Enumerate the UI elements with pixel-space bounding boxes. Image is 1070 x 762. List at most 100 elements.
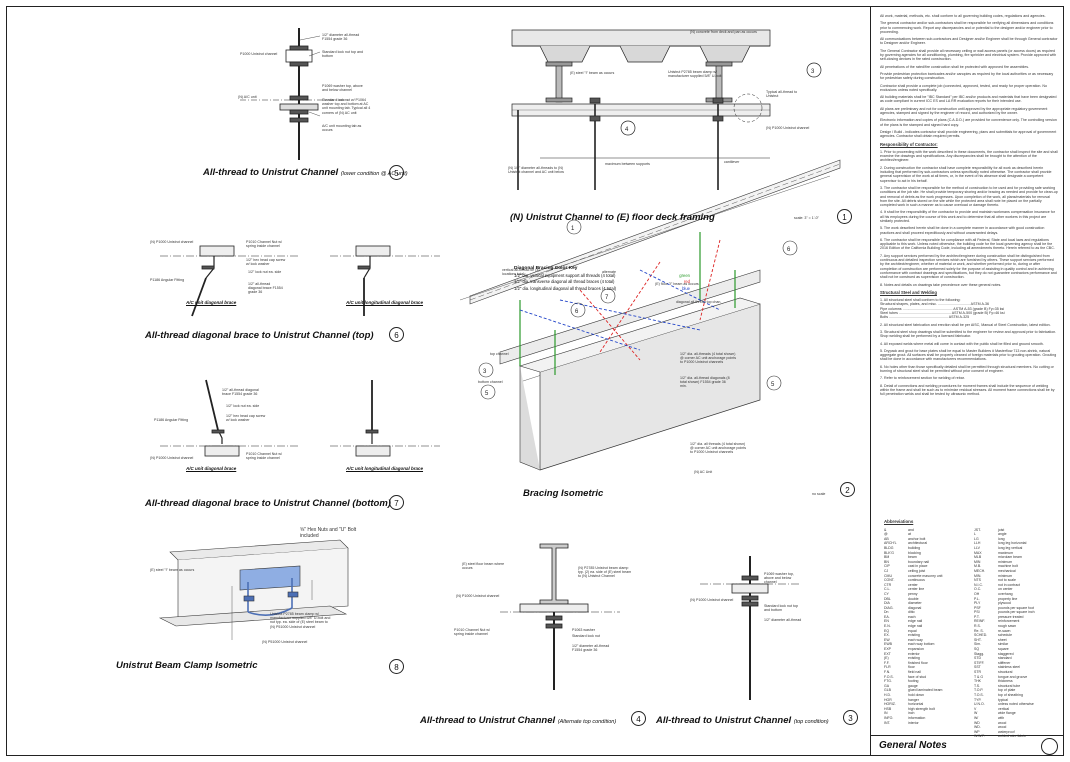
abbreviation-key: STIFF. [974, 660, 985, 665]
abbreviation-key: PSF [974, 605, 981, 610]
callout: Standard lock nut top and bottom [764, 604, 798, 613]
callout: (E) steel "I" beam as occurs [570, 71, 615, 75]
note-para: 1. All structural steel shall conform to… [880, 298, 961, 303]
abbreviation-row: H.D.hold down [884, 693, 964, 698]
note-para: Provide pedestrian protection barricades… [880, 71, 1054, 81]
abbreviation-key: CIP [884, 564, 890, 569]
abbreviation-row: CONT.continuous [884, 578, 964, 583]
abbreviation-key: CJ [884, 568, 889, 573]
abbreviation-meaning: schedule [998, 633, 1013, 638]
abbreviation-row: W.W.F.welded wire fabric [974, 734, 1054, 739]
abbreviation-meaning: architectural [908, 541, 928, 546]
svg-text:6: 6 [787, 247, 791, 253]
abbreviation-meaning: building [908, 545, 921, 550]
note-para: 7. Any support services performed by the… [880, 253, 1057, 280]
callout: (N) concrete from deck and pan as occurs [690, 30, 757, 34]
note-para: All plans are preliminary and not for co… [880, 106, 1048, 116]
detail-4-drawing [500, 543, 620, 690]
detail-3-number: 3 [843, 710, 858, 725]
abbreviation-meaning: high strength bolt [908, 706, 935, 711]
abbreviation-meaning: thickness [998, 679, 1013, 684]
svg-text:3: 3 [811, 69, 815, 75]
abbreviation-key: STD [974, 656, 981, 661]
key-row: 1/2" dia. transverse diagonal all thread… [514, 279, 690, 284]
note-para: Steel tubes ............................… [880, 311, 1005, 316]
abbreviation-meaning: joist [998, 527, 1005, 532]
abbreviation-meaning: each [908, 614, 916, 619]
abbreviation-meaning: penny [908, 591, 918, 596]
abbreviation-row: &and [884, 528, 964, 533]
abbreviation-key: MLB [974, 555, 982, 560]
note-para: 2. All structural steel fabrication and … [880, 322, 1051, 327]
abbreviation-row: T.O.S.top of sheathing [974, 693, 1054, 698]
detail-5-number: 5 [389, 165, 404, 180]
abbreviation-meaning: pounds per square inch [998, 610, 1035, 615]
abbreviation-meaning: plywood [998, 601, 1011, 606]
abbreviation-meaning: minimum [998, 573, 1013, 578]
abbreviation-key: GLB [884, 688, 892, 693]
abbreviation-key: W/ [974, 715, 979, 720]
abbreviation-meaning: similar [998, 642, 1009, 647]
abbreviation-key: SCHED. [974, 633, 988, 638]
general-notes-text: All work, material, methods, etc. shall … [880, 14, 1058, 399]
callout: P1010 Channel Nut w/ spring inside chann… [246, 452, 282, 461]
abbreviation-key: M.B. [974, 564, 982, 569]
abbreviation-meaning: structural tube [998, 683, 1021, 688]
svg-text:7: 7 [605, 295, 609, 301]
abbreviation-key: SQ [974, 647, 980, 652]
abbreviation-meaning: wide flange [998, 711, 1016, 716]
note-para: Contractor shall provide a complete job … [880, 83, 1048, 92]
abbreviation-meaning: diameter [908, 601, 922, 606]
abbreviation-meaning: diagonal [908, 605, 922, 610]
abbreviation-row: T.S.structural tube [974, 684, 1054, 689]
abbreviation-meaning: field nail [908, 670, 921, 674]
key-row: 1/2" dia. longitudinal diagonal all thre… [514, 285, 690, 291]
abbreviation-meaning: ceiling joist [908, 568, 926, 573]
detail-6-drawing [160, 245, 440, 317]
abbreviation-row: F.N.field nail [884, 670, 964, 675]
abbreviation-meaning: minimum [998, 559, 1013, 564]
abbreviation-key: LG [974, 536, 979, 541]
callout: (E) steel "I" beam as occurs [150, 568, 195, 572]
note-para: 8. Detail of connections and welding pro… [880, 383, 1055, 397]
abbreviation-row: E.N.edge nail [884, 624, 964, 629]
abbreviation-meaning: inch [908, 711, 915, 716]
callout: P1000 Unistrut channel [240, 52, 278, 56]
abbreviation-key: O.C. [974, 587, 982, 592]
callout: Standard lock nut [572, 634, 600, 638]
abbreviation-meaning: concrete masonry unit [908, 573, 943, 578]
abbreviation-key: U.N.O. [974, 702, 985, 707]
abbreviation-meaning: microlam beam [998, 555, 1022, 560]
abbreviation-meaning: machine bolt [998, 564, 1018, 569]
abbreviation-meaning: vertical [998, 706, 1010, 711]
abbreviation-meaning: long leg vertical [998, 545, 1023, 550]
detail-8-drawing [158, 539, 349, 640]
sub-label: A/C unit diagonal brace [186, 466, 237, 471]
abbreviation-row: F.F.finished floor [884, 661, 964, 666]
abbreviation-meaning: horizontal [908, 702, 924, 707]
note-para: Structural shapes, plates, and misc. ...… [880, 302, 990, 307]
callout: 1/2" all-thread diagonal brace F1554 gra… [248, 282, 283, 295]
abbreviation-key: WD. [974, 725, 981, 730]
abbreviation-key: FTG. [884, 679, 892, 684]
callout: Typical all-thread to Unistrut [766, 90, 798, 99]
abbreviation-key: EA. [884, 614, 890, 619]
abbreviation-meaning: overhang [998, 591, 1013, 596]
abbreviation-key: F.O.S. [884, 674, 894, 679]
detail-1-title: (N) Unistrut Channel to (E) floor deck f… [510, 212, 715, 223]
